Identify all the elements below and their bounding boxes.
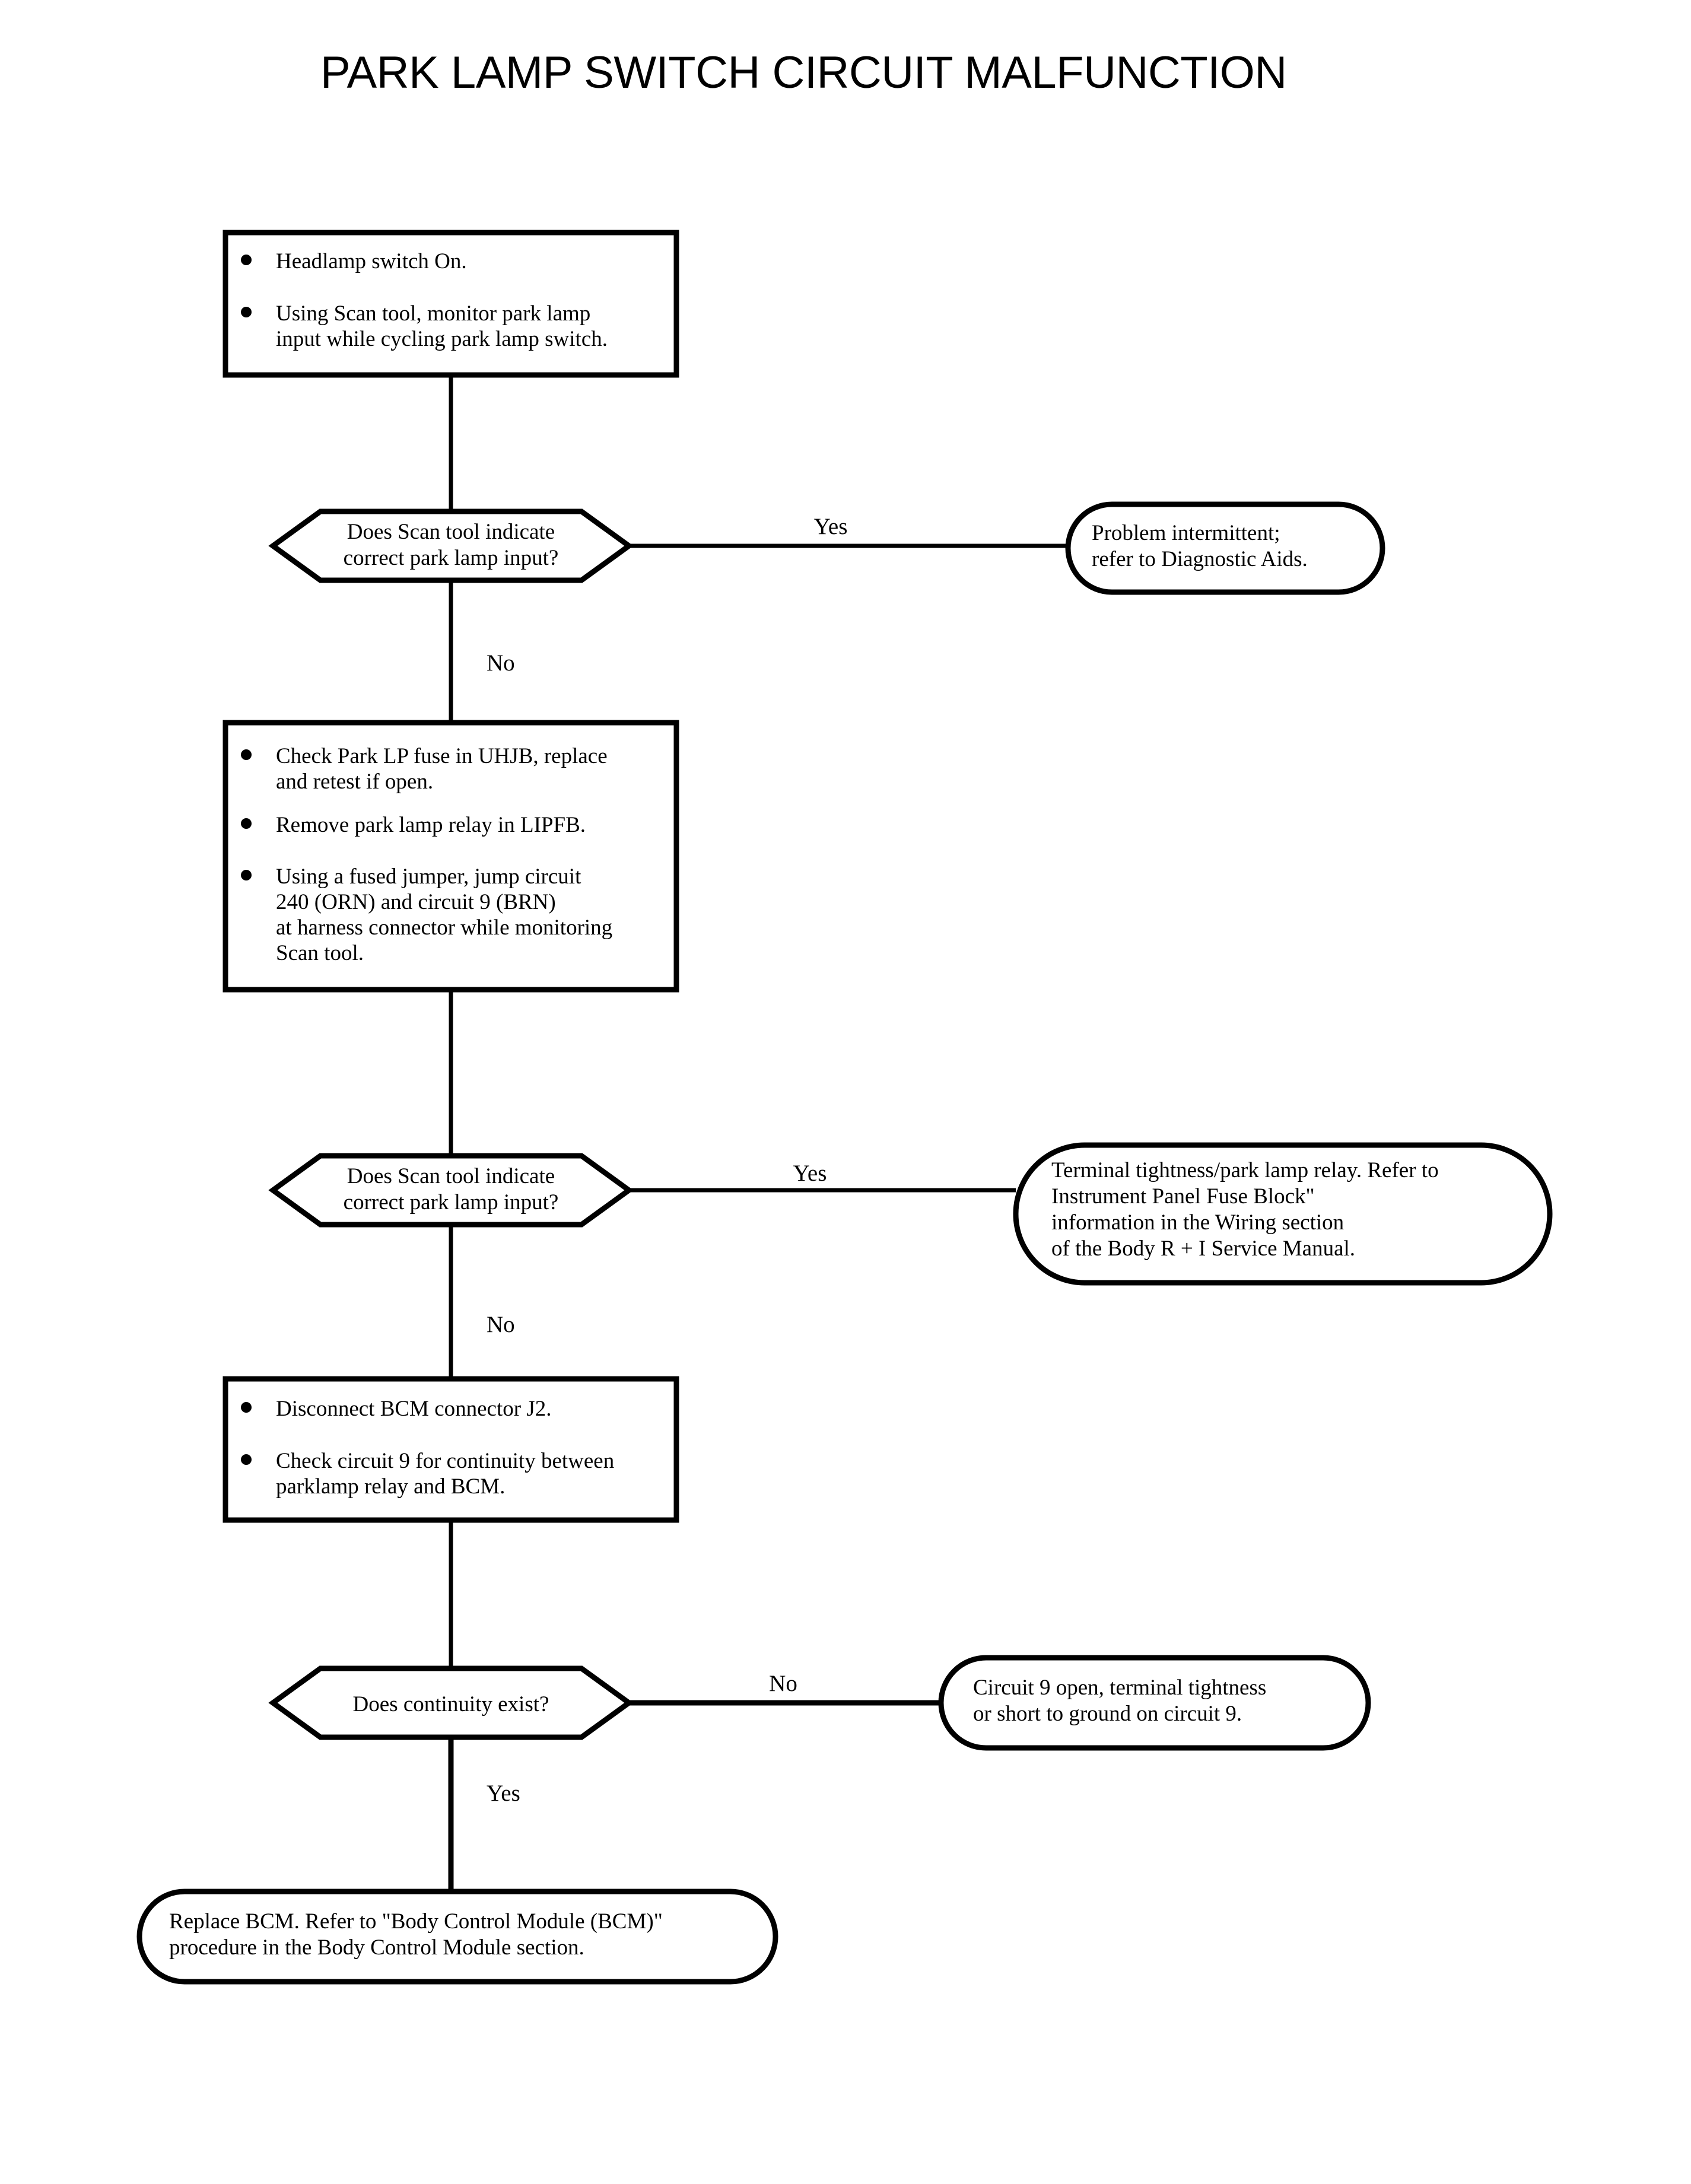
branch-label-decision1-yes: Yes [814,514,848,539]
node-result1: Problem intermittent; refer to Diagnosti… [1065,501,1385,595]
step3-bullet2-line2: parklamp relay and BCM. [276,1474,505,1499]
bullet-icon [241,1402,252,1413]
result1-terminator [1065,501,1385,595]
result3-terminator [938,1655,1371,1751]
result2-line1: Terminal tightness/park lamp relay. Refe… [1051,1158,1439,1182]
result1-line1: Problem intermittent; [1092,521,1280,545]
branch-label-decision3-no: No [769,1671,797,1696]
branch-label-decision2-no: No [487,1312,515,1337]
step2-bullet3-line3: at harness connector while monitoring [276,915,612,940]
bullet-icon [241,870,252,880]
decision2-hexagon [268,1153,634,1228]
bullet-icon [241,749,252,760]
connector-lines [448,375,1068,1891]
node-result3: Circuit 9 open, terminal tightness or sh… [938,1655,1371,1751]
result4-line2: procedure in the Body Control Module sec… [169,1935,584,1960]
decision3-line1: Does continuity exist? [353,1692,549,1716]
step2-bullet3-line2: 240 (ORN) and circuit 9 (BRN) [276,890,556,914]
branch-label-decision3-yes: Yes [487,1781,520,1806]
node-decision3: Does continuity exist? [268,1665,634,1740]
node-result2: Terminal tightness/park lamp relay. Refe… [1013,1142,1553,1286]
bullet-icon [241,818,252,829]
node-decision1: Does Scan tool indicate correct park lam… [268,508,634,583]
step1-box [223,230,679,378]
decision1-line1: Does Scan tool indicate [347,520,555,544]
result2-terminator [1013,1142,1553,1286]
result3-line2: or short to ground on circuit 9. [973,1702,1242,1726]
decision1-line2: correct park lamp input? [344,546,559,570]
result2-line4: of the Body R + I Service Manual. [1051,1236,1355,1261]
step3-bullet1-line1: Disconnect BCM connector J2. [276,1397,551,1421]
result3-line1: Circuit 9 open, terminal tightness [973,1676,1266,1700]
branch-label-decision2-yes: Yes [793,1161,827,1186]
step2-bullet2-line1: Remove park lamp relay in LIPFB. [276,813,586,837]
node-decision2: Does Scan tool indicate correct park lam… [268,1153,634,1228]
node-step2: Check Park LP fuse in UHJB, replace and … [223,720,679,993]
decision1-hexagon [268,508,634,583]
step3-bullet2-line1: Check circuit 9 for continuity between [276,1449,614,1473]
step2-bullet1-line1: Check Park LP fuse in UHJB, replace [276,744,608,768]
result1-line2: refer to Diagnostic Aids. [1092,547,1308,571]
result2-line2: Instrument Panel Fuse Block" [1051,1184,1315,1209]
bullet-icon [241,307,252,317]
step1-bullet2-line1: Using Scan tool, monitor park lamp [276,301,590,326]
result4-line1: Replace BCM. Refer to "Body Control Modu… [169,1909,663,1934]
step1-bullet2-line2: input while cycling park lamp switch. [276,327,608,351]
step3-box [223,1376,679,1523]
step2-bullet3-line1: Using a fused jumper, jump circuit [276,864,581,889]
decision2-line1: Does Scan tool indicate [347,1164,555,1188]
step2-box [223,720,679,993]
result4-terminator [136,1889,778,1985]
decision3-hexagon [268,1665,634,1740]
step2-bullet1-line2: and retest if open. [276,770,433,794]
page-title: PARK LAMP SWITCH CIRCUIT MALFUNCTION [320,47,1287,98]
step1-bullet1-line1: Headlamp switch On. [276,249,467,274]
branch-label-decision1-no: No [487,650,515,676]
result2-line3: information in the Wiring section [1051,1210,1344,1235]
bullet-icon [241,1454,252,1465]
step2-bullet3-line4: Scan tool. [276,941,364,965]
node-result4: Replace BCM. Refer to "Body Control Modu… [136,1889,778,1985]
decision2-line2: correct park lamp input? [344,1190,559,1215]
node-step1: Headlamp switch On. Using Scan tool, mon… [223,230,679,378]
node-step3: Disconnect BCM connector J2. Check circu… [223,1376,679,1523]
bullet-icon [241,255,252,265]
